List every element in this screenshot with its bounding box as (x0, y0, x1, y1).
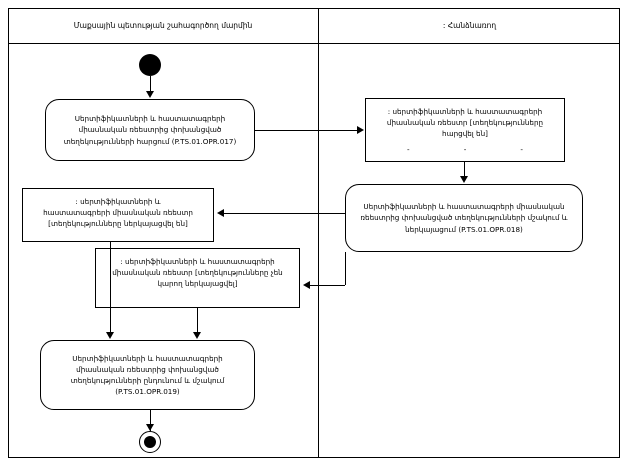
object-requested-dashes: - - - (366, 144, 564, 155)
activity-019-line-1: Սերտիֆիկատների և հաստատագրերի (72, 353, 223, 363)
object-requested-dash-3: - (520, 144, 523, 154)
activity-019-line-2: միասնական ռեեստրից փոխանցված (76, 364, 219, 374)
swimlane-vertical-divider (318, 8, 319, 458)
object-presented-line-3: [տեղեկությունները ներկայացվել են] (48, 219, 188, 229)
edge-activity-017-to-object-requested (255, 130, 358, 131)
activity-018-line-1: Սերտիֆիկատների և հաստատագրերի միասնական (363, 202, 565, 212)
edge-activity-018-to-object-presented (224, 213, 345, 214)
arrowhead-object-requested-to-activity-018 (460, 176, 468, 183)
edge-object-not-presented-to-activity-019 (197, 308, 198, 333)
edge-lower-branch-to-object-not-presented (310, 285, 345, 286)
object-node-information-requested[interactable]: : սերտիֆիկատների և հաստատագրերի միասնակա… (365, 98, 565, 162)
edge-activity-018-down-to-lower-branch (345, 252, 346, 285)
activity-019-line-3: տեղեկությունների ընդունում և մշակում (70, 376, 225, 385)
object-presented-line-1: : սերտիֆիկատների և (75, 197, 161, 206)
activity-017-line-3: տեղեկությունների հարցում (P.TS.01.OPR.01… (63, 136, 237, 146)
swimlane-header-right: : Հանձնառող (442, 21, 497, 30)
arrowhead-activity-017-to-object-requested (357, 126, 364, 134)
arrowhead-start-to-activity-017 (146, 91, 154, 98)
final-node[interactable] (139, 431, 161, 453)
activity-018-line-2: ռեեստրից փոխանցված տեղեկությունների մշակ… (360, 213, 568, 223)
object-not-presented-line-2: միասնական ռեեստր [տեղեկությունները չեն (112, 268, 283, 278)
object-not-presented-line-1: : սերտիֆիկատների և հաստատագրերի (120, 257, 275, 266)
arrowhead-object-not-presented-to-activity-019 (193, 332, 201, 339)
swimlane-header-left: Մաքսային պետության շահագործող մարմին (73, 21, 253, 30)
object-node-information-not-presented[interactable]: : սերտիֆիկատների և հաստատագրերի միասնակա… (95, 248, 300, 308)
activity-node-opr-017[interactable]: Սերտիֆիկատների և հաստատագրերի միասնական … (45, 99, 255, 161)
edge-activity-019-to-final-node (150, 410, 151, 431)
activity-017-line-2: միասնական ռեեստրից փոխանցված (78, 125, 222, 135)
object-requested-line-2: միասնական ռեեստր [տեղեկությունները (386, 118, 544, 128)
activity-node-opr-019[interactable]: Սերտիֆիկատների և հաստատագրերի միասնական … (40, 340, 255, 410)
object-requested-line-3: հարցվել են] (442, 129, 488, 139)
edge-start-to-activity-017 (150, 76, 151, 92)
arrowhead-activity-018-to-object-not-presented (303, 281, 310, 289)
arrowhead-activity-018-to-object-presented (217, 209, 224, 217)
activity-019-line-4: (P.TS.01.OPR.019) (115, 387, 180, 397)
object-requested-dash-2: - (463, 144, 467, 154)
swimlane-header-divider (8, 43, 620, 44)
activity-018-line-3: ներկայացում (P.TS.01.OPR.018) (405, 224, 523, 234)
arrowhead-object-presented-to-activity-019 (106, 332, 114, 339)
object-requested-dash-1: - (407, 144, 410, 154)
activity-node-opr-018[interactable]: Սերտիֆիկատների և հաստատագրերի միասնական … (345, 184, 583, 252)
swimlane-frame (8, 8, 620, 458)
edge-object-requested-to-activity-018 (464, 162, 465, 177)
arrowhead-activity-019-to-final-node (146, 424, 154, 431)
activity-017-line-1: Սերտիֆիկատների և հաստատագրերի (74, 114, 226, 124)
edge-object-presented-to-activity-019 (110, 242, 111, 333)
object-requested-line-1: : սերտիֆիկատների և հաստատագրերի (387, 107, 543, 116)
object-presented-line-2: հաստատագրերի միասնական ռեեստր (43, 208, 193, 218)
object-not-presented-line-3: կարող ներկայացվել] (157, 279, 238, 289)
initial-node[interactable] (139, 54, 161, 76)
object-node-information-presented[interactable]: : սերտիֆիկատների և հաստատագրերի միասնակա… (22, 188, 214, 242)
